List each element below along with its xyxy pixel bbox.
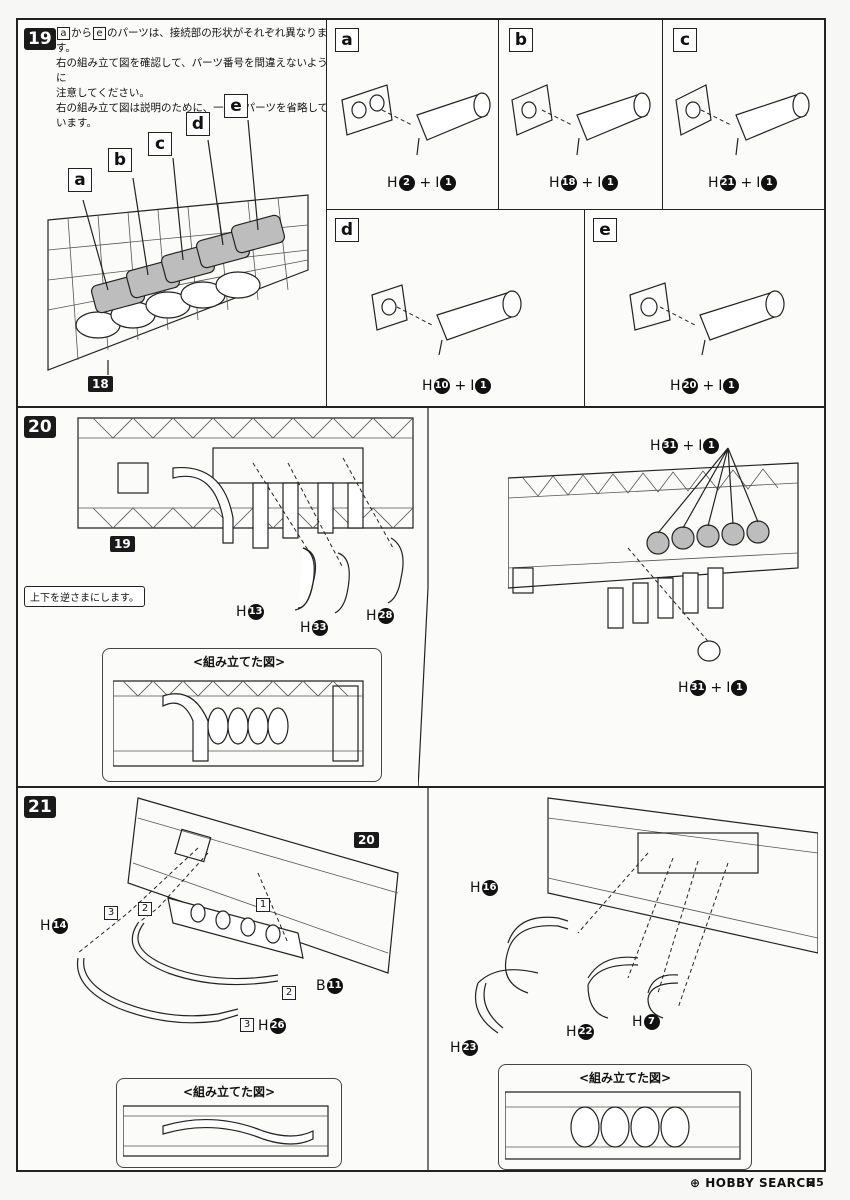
step21-left-assembled-title: <組み立てた図>: [183, 1085, 276, 1099]
subpanel-a-illustration: [341, 84, 491, 156]
step20-left-illustration: [77, 417, 414, 614]
step21-divider: [427, 788, 429, 1172]
step21-right-assembled-view: <組み立てた図>: [498, 1064, 752, 1170]
step21-ref-tag: 20: [354, 832, 379, 848]
subpanel-c-letter: c: [673, 28, 697, 52]
step20-divider: [418, 408, 429, 788]
part-label-c: c: [148, 132, 172, 156]
step19-ref-tag: 18: [88, 376, 113, 392]
step21-right-assembled-title: <組み立てた図>: [579, 1071, 672, 1085]
part-label-d: d: [186, 112, 210, 136]
subpanel-a-letter: a: [335, 28, 359, 52]
step20-right-illustration: [508, 447, 799, 654]
order-number-2: 2: [138, 902, 152, 916]
subpanel-e-illustration: [629, 282, 785, 356]
subpanel-c-illustration: [675, 84, 810, 156]
step20-ref-tag: 19: [110, 536, 135, 552]
step21-left-illustration: [76, 797, 399, 1024]
step20-number: 20: [24, 416, 56, 438]
logo-icon: ⊕: [690, 1176, 706, 1190]
subpanel-d-letter: d: [335, 218, 359, 242]
subpanel-b-letter: b: [509, 28, 533, 52]
step21-left-assembled-illustration: [123, 1105, 329, 1157]
step20-assembled-illustration: [113, 680, 364, 767]
step20-flip-callout: 上下を逆さまにします。: [24, 586, 145, 607]
step21-left-assembled-view: <組み立てた図>: [116, 1078, 342, 1168]
subpanel-e-letter: e: [593, 218, 617, 242]
order-number-1: 1: [256, 898, 270, 912]
step20-right-cap: [697, 640, 721, 662]
step19-assembly-illustration: [47, 119, 309, 375]
order-number-3: 3: [104, 906, 118, 920]
step19-number: 19: [24, 28, 56, 50]
step21-number: 21: [24, 796, 56, 818]
subpanel-b-illustration: [511, 84, 651, 156]
hobby-search-logo: ⊕ HOBBY SEARCH: [690, 1176, 817, 1190]
part-label-e: e: [224, 94, 248, 118]
step21-right-illustration: [474, 797, 818, 1034]
page-number: 25: [808, 1176, 825, 1189]
step21-right-assembled-illustration: [505, 1091, 741, 1160]
order-number-2b: 2: [282, 986, 296, 1000]
part-label-b: b: [108, 148, 132, 172]
order-number-3b: 3: [240, 1018, 254, 1032]
part-label-a: a: [68, 168, 92, 192]
step20-assembled-title: <組み立てた図>: [193, 655, 286, 669]
subpanel-d-illustration: [371, 284, 522, 356]
step20-assembled-view: <組み立てた図>: [102, 648, 382, 782]
